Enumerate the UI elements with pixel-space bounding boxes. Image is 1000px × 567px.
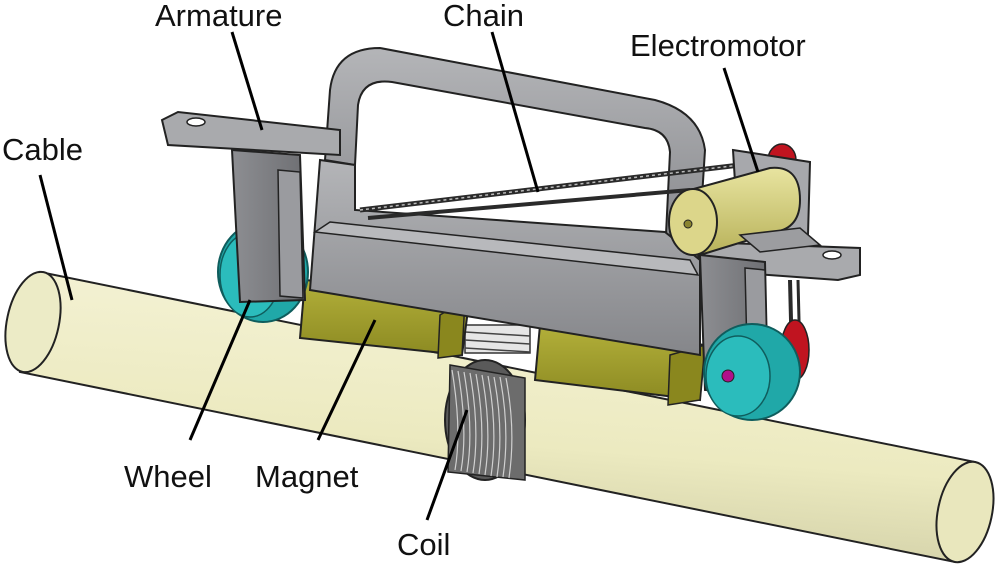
leader-magnet xyxy=(316,319,377,441)
coil xyxy=(444,324,531,481)
leader-chain xyxy=(490,31,540,193)
wheel-right xyxy=(703,323,801,421)
leader-coil xyxy=(425,409,469,521)
leader-lines xyxy=(38,31,760,521)
label-chain: Chain xyxy=(443,0,524,33)
electromotor xyxy=(668,143,822,257)
label-magnet: Magnet xyxy=(255,459,359,494)
label-cable: Cable xyxy=(2,132,83,167)
leader-wheel xyxy=(188,299,252,441)
leader-armature xyxy=(230,31,264,131)
label-coil: Coil xyxy=(397,527,450,562)
label-wheel: Wheel xyxy=(124,459,212,494)
leader-cable xyxy=(38,174,74,301)
label-armature: Armature xyxy=(155,0,282,33)
label-electromotor: Electromotor xyxy=(630,28,806,63)
leader-electromotor xyxy=(722,67,760,173)
